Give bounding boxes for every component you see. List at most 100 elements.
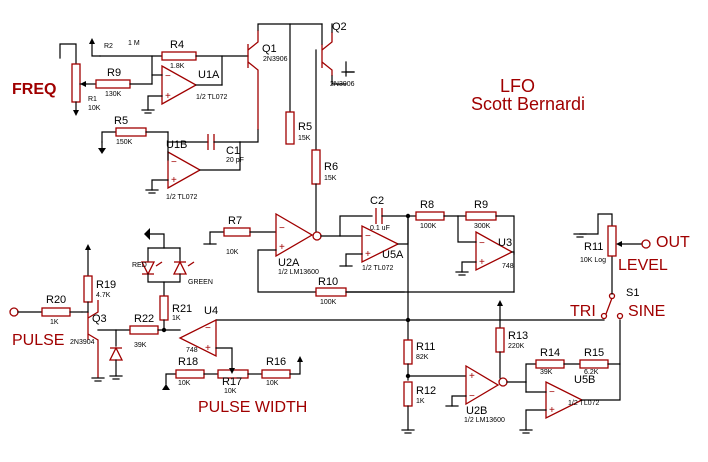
svg-text:R6: R6 bbox=[324, 161, 338, 173]
svg-text:−: − bbox=[205, 323, 211, 334]
svg-text:39K: 39K bbox=[134, 342, 147, 349]
svg-text:U2B: U2B bbox=[466, 405, 487, 417]
svg-text:−: − bbox=[365, 231, 371, 242]
svg-text:20 pF: 20 pF bbox=[226, 157, 244, 164]
svg-text:1K: 1K bbox=[172, 315, 181, 322]
svg-text:R5: R5 bbox=[298, 121, 312, 133]
svg-text:R9: R9 bbox=[107, 67, 121, 79]
svg-text:S1: S1 bbox=[626, 287, 639, 299]
svg-text:748: 748 bbox=[186, 347, 198, 354]
pulse-input bbox=[9, 307, 43, 317]
resistor-r15: R15 6.2K bbox=[579, 347, 609, 376]
svg-text:6.2K: 6.2K bbox=[584, 369, 599, 376]
svg-text:U1A: U1A bbox=[198, 69, 220, 81]
svg-text:R11: R11 bbox=[416, 341, 435, 353]
svg-text:R8: R8 bbox=[420, 199, 434, 211]
svg-text:−: − bbox=[549, 387, 555, 398]
resistor-r7: R7 10K bbox=[203, 215, 277, 256]
svg-text:R12: R12 bbox=[416, 385, 436, 397]
svg-text:150K: 150K bbox=[116, 139, 133, 146]
svg-text:−: − bbox=[171, 157, 177, 168]
resistor-r10: R10 100K bbox=[315, 276, 347, 306]
pulse-label: PULSE bbox=[12, 332, 64, 349]
svg-text:748: 748 bbox=[502, 263, 514, 270]
svg-text:R18: R18 bbox=[178, 356, 198, 368]
svg-text:C2: C2 bbox=[370, 195, 384, 207]
svg-text:1/2 LM13600: 1/2 LM13600 bbox=[278, 269, 319, 276]
resistor-r16: R16 10K bbox=[261, 356, 303, 387]
svg-text:R20: R20 bbox=[46, 294, 66, 306]
svg-text:10K: 10K bbox=[224, 388, 237, 395]
ota-u2a: − + U2A 1/2 LM13600 bbox=[275, 212, 322, 276]
svg-text:U5A: U5A bbox=[382, 249, 404, 261]
svg-text:−: − bbox=[469, 391, 475, 402]
opamp-u5a: − + U5A 1/2 TL072 bbox=[361, 224, 404, 272]
svg-text:+: + bbox=[279, 242, 285, 253]
svg-text:2N3904: 2N3904 bbox=[70, 339, 95, 346]
svg-text:15K: 15K bbox=[324, 175, 337, 182]
svg-text:R14: R14 bbox=[540, 347, 560, 359]
svg-text:−: − bbox=[479, 238, 485, 249]
svg-text:1/2 LM13600: 1/2 LM13600 bbox=[464, 417, 505, 424]
svg-text:1.8K: 1.8K bbox=[170, 63, 185, 70]
svg-text:10K Log: 10K Log bbox=[580, 257, 606, 264]
out-label: OUT bbox=[656, 234, 690, 251]
svg-text:+: + bbox=[165, 91, 171, 102]
led-pair: RED GREEN bbox=[132, 228, 213, 286]
svg-text:1/2 TL072: 1/2 TL072 bbox=[568, 400, 600, 407]
svg-text:U4: U4 bbox=[204, 305, 218, 317]
svg-text:U5B: U5B bbox=[574, 374, 595, 386]
resistor-r4: R4 1.8K bbox=[161, 39, 197, 70]
freq-label: FREQ bbox=[12, 81, 56, 98]
svg-text:10K: 10K bbox=[88, 105, 101, 112]
capacitor-c1: C1 20 pF bbox=[167, 134, 244, 164]
svg-text:4.7K: 4.7K bbox=[96, 292, 111, 299]
resistor-r8: R8 100K bbox=[415, 199, 445, 230]
opamp-u1a: − + U1A 1/2 TL072 bbox=[161, 64, 228, 106]
resistor-r20: R20 1K bbox=[41, 294, 71, 326]
freq-pot-r1: R1 10K bbox=[59, 43, 101, 116]
svg-text:1/2 TL072: 1/2 TL072 bbox=[196, 94, 228, 101]
resistor-r12: R12 1K bbox=[403, 381, 436, 407]
svg-text:+: + bbox=[365, 249, 371, 260]
svg-text:R11: R11 bbox=[584, 241, 603, 253]
capacitor-c2: C2 0.1 uF bbox=[370, 195, 409, 232]
resistor-r9b: R9 300K bbox=[465, 199, 497, 230]
transistor-q1: Q1 2N3906 bbox=[247, 30, 288, 130]
svg-text:U2A: U2A bbox=[278, 257, 300, 269]
svg-text:U3: U3 bbox=[498, 237, 512, 249]
svg-text:+: + bbox=[549, 405, 555, 416]
resistor-r9a: R9 130K bbox=[85, 67, 153, 98]
level-label: LEVEL bbox=[618, 257, 668, 274]
svg-text:+: + bbox=[205, 343, 211, 354]
svg-text:GREEN: GREEN bbox=[188, 279, 213, 286]
svg-text:R5: R5 bbox=[114, 115, 128, 127]
svg-text:R17: R17 bbox=[222, 376, 242, 388]
svg-text:1K: 1K bbox=[416, 398, 425, 405]
svg-text:130K: 130K bbox=[105, 91, 122, 98]
svg-text:R16: R16 bbox=[266, 356, 286, 368]
svg-text:1/2 TL072: 1/2 TL072 bbox=[166, 194, 198, 201]
svg-text:1/2 TL072: 1/2 TL072 bbox=[362, 265, 394, 272]
svg-text:R10: R10 bbox=[318, 276, 338, 288]
svg-text:1 M: 1 M bbox=[128, 40, 140, 47]
svg-text:1K: 1K bbox=[50, 319, 59, 326]
svg-text:U1B: U1B bbox=[166, 139, 187, 151]
resistor-r21: R21 1K bbox=[159, 295, 192, 322]
pulse-width-label: PULSE WIDTH bbox=[198, 399, 307, 416]
svg-text:R1: R1 bbox=[88, 96, 97, 103]
resistor-r6: R6 15K bbox=[311, 49, 338, 233]
svg-text:R2: R2 bbox=[104, 43, 113, 50]
title-lfo: LFO bbox=[500, 76, 535, 96]
resistor-r22: R22 39K bbox=[129, 313, 159, 349]
svg-text:100K: 100K bbox=[320, 299, 337, 306]
svg-text:100K: 100K bbox=[420, 223, 437, 230]
svg-text:Q1: Q1 bbox=[262, 43, 277, 55]
svg-text:39K: 39K bbox=[540, 369, 553, 376]
svg-text:C1: C1 bbox=[226, 145, 240, 157]
svg-text:R19: R19 bbox=[96, 279, 116, 291]
svg-text:−: − bbox=[279, 223, 285, 234]
zener-diode bbox=[108, 329, 124, 380]
svg-text:0.1 uF: 0.1 uF bbox=[370, 225, 390, 232]
